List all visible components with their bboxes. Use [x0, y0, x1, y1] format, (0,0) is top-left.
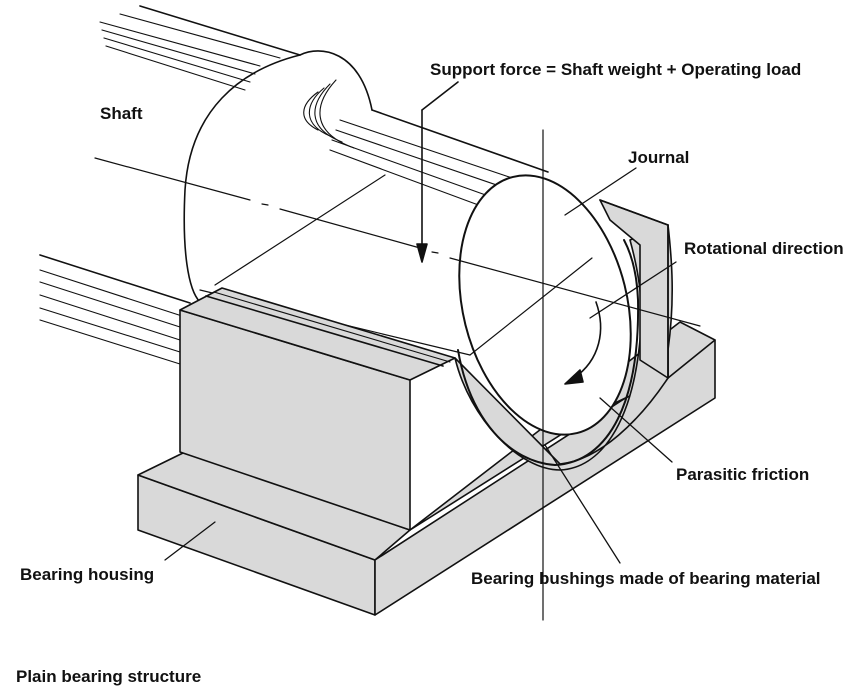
bearing-bushing-arc [457, 239, 640, 466]
journal-label: Journal [628, 148, 690, 167]
leader-rotation [589, 261, 677, 319]
journal-top-edge [371, 109, 549, 173]
centerlines [94, 129, 701, 621]
figure-caption: Plain bearing structure [16, 667, 202, 686]
shaft-hatch-upper [99, 13, 281, 91]
support-force-label: Support force = Shaft weight + Operating… [430, 60, 802, 79]
shaft-bottom-edge [39, 254, 191, 304]
journal-hatch [329, 119, 531, 214]
journal-end [458, 174, 632, 436]
rotational-direction-label: Rotational direction [684, 239, 844, 258]
shaft-top-edge [139, 5, 301, 56]
leader-housing [164, 521, 216, 561]
journal-end-ellipse [458, 174, 632, 436]
shaft-label: Shaft [100, 104, 143, 123]
parasitic-friction-label: Parasitic friction [676, 465, 810, 484]
leader-friction [599, 397, 673, 463]
leader-lines [164, 167, 677, 564]
shaft-shoulder-fillet [303, 79, 355, 149]
leader-bushings [544, 444, 621, 564]
shaft-hatch-lower [39, 269, 183, 365]
bearing-bushings-label: Bearing bushings made of bearing materia… [471, 569, 821, 588]
leader-journal [564, 167, 637, 216]
rotation-arrow [564, 301, 602, 385]
shaft-shoulder-ellipse [183, 50, 373, 303]
support-force-arrow [416, 81, 459, 263]
bearing-housing-label: Bearing housing [20, 565, 155, 584]
pedestal-groove [205, 295, 444, 367]
shaft [39, 5, 549, 365]
bearing-housing [137, 199, 716, 616]
